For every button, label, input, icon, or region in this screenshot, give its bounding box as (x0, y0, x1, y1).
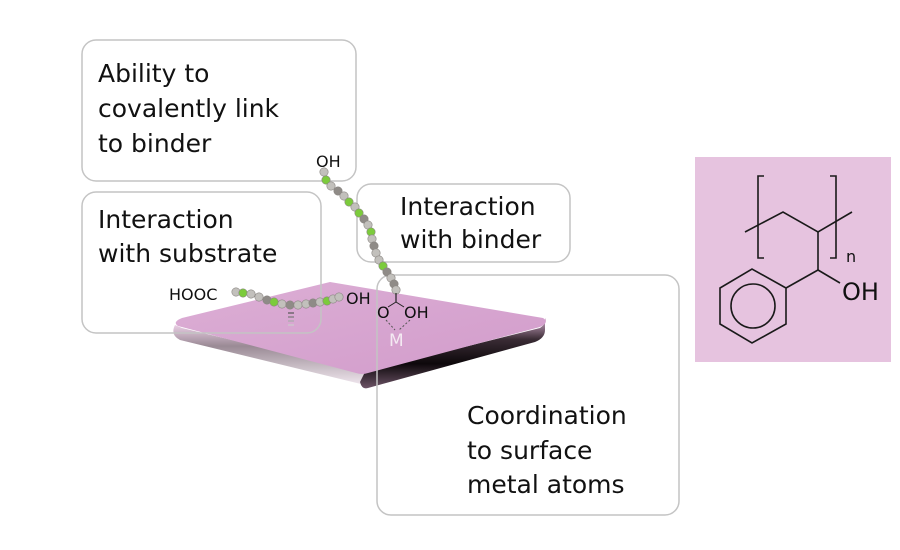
callout-coordination-line-1: Coordination (467, 401, 627, 430)
chain-bead (344, 197, 354, 207)
callout-box-coordination (376, 274, 680, 516)
chain-bead (339, 191, 349, 201)
callout-box-covalent (81, 39, 357, 182)
chain-bead (391, 285, 401, 295)
label-carboxyl-oh: OH (404, 303, 429, 322)
substrate-plate (173, 282, 546, 389)
callout-binder-line-1: Interaction (400, 192, 536, 221)
chain-bead (285, 300, 295, 310)
callout-covalent-line-2: covalently link (98, 94, 280, 123)
callout-covalent: Ability to covalently link to binder (98, 59, 280, 158)
chain-bead (326, 181, 336, 191)
label-chain-oh: OH (346, 289, 371, 308)
callout-coordination: Coordination to surface metal atoms (467, 401, 627, 499)
polymer-backbone (744, 175, 853, 289)
molecule-chain-substrate (231, 287, 344, 310)
callout-binder: Interaction with binder (400, 192, 542, 254)
callout-covalent-line-3: to binder (98, 129, 212, 158)
callout-coordination-line-3: metal atoms (467, 470, 625, 499)
callout-coordination-line-2: to surface (467, 436, 592, 465)
chain-bead (238, 288, 248, 298)
chain-bead (354, 208, 364, 218)
chain-bead (293, 300, 303, 310)
callout-covalent-line-1: Ability to (98, 59, 209, 88)
chain-bead (277, 299, 287, 309)
substrate-bond-marks (288, 312, 294, 326)
label-hooc: HOOC (169, 285, 217, 304)
structure-panel: n OH (695, 157, 891, 362)
callout-substrate: Interaction with substrate (98, 205, 277, 268)
carboxylate-group: O OH M (377, 293, 429, 351)
callout-substrate-line-2: with substrate (98, 239, 277, 268)
callout-box-binder (356, 183, 571, 263)
plate-edge-left (173, 325, 365, 385)
structure-hydroxyl: OH (842, 278, 879, 306)
label-top-oh: OH (316, 152, 341, 171)
chain-bead (334, 292, 344, 302)
chain-bead (321, 175, 331, 185)
chain-bead (246, 289, 256, 299)
chain-bead (333, 186, 343, 196)
callout-binder-line-2: with binder (400, 225, 542, 254)
label-carboxyl-o: O (377, 303, 390, 322)
plate-top (175, 282, 546, 374)
structure-background (695, 157, 891, 362)
benzene-ring (719, 268, 787, 344)
plate-edge-right (360, 318, 546, 389)
callout-box-substrate (81, 191, 322, 334)
label-metal: M (389, 331, 404, 351)
molecule-chain-binder (319, 167, 401, 295)
chain-bead (254, 292, 264, 302)
structure-subscript-n: n (846, 247, 856, 266)
chain-bead (269, 297, 279, 307)
callout-substrate-line-1: Interaction (98, 205, 234, 234)
